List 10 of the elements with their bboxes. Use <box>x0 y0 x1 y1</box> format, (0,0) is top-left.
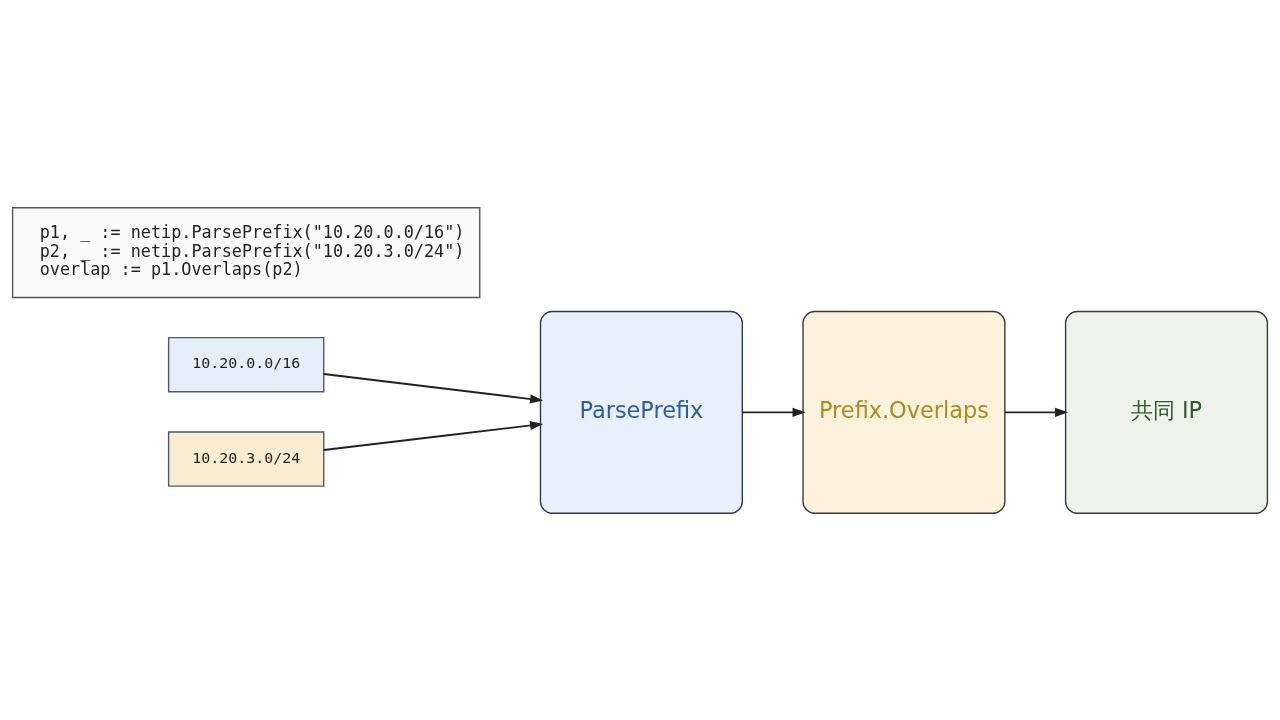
arrow <box>322 420 544 451</box>
node-box: p1, _ := netip.ParsePrefix("10.20.0.0/16") p2, _ := netip.ParsePrefix("10.20.3.0/24") overlap := p1.Overlaps(p2) <box>11 206 481 298</box>
arrow <box>1004 407 1069 417</box>
arrow <box>741 407 806 417</box>
node-box: ParsePrefix <box>539 310 743 514</box>
node-box: 10.20.3.0/24 <box>167 430 325 487</box>
node-box: Prefix.Overlaps <box>802 310 1006 514</box>
node-box: 共同 IP <box>1064 310 1269 514</box>
node-box: 10.20.0.0/16 <box>167 336 325 392</box>
arrow <box>322 372 544 404</box>
